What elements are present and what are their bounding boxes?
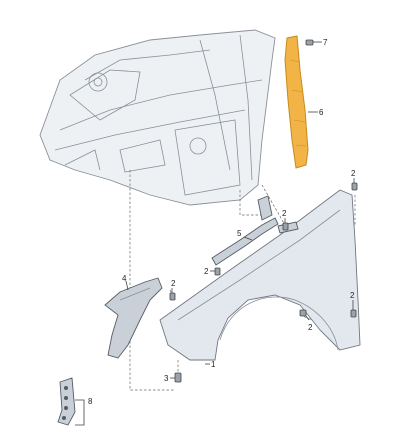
front-body-structure [39, 29, 276, 206]
part-6-seal-strip [284, 35, 309, 169]
part-8-clip-strip [57, 377, 76, 426]
bolts-2 [169, 182, 358, 318]
callout-5: 5 [237, 229, 242, 238]
callout-2-center: 2 [282, 209, 287, 218]
part-4-mounting-bracket [104, 277, 163, 359]
callout-2-top-right: 2 [351, 169, 356, 178]
callout-2-left: 2 [171, 279, 176, 288]
screw-3 [174, 372, 182, 383]
callout-6: 6 [319, 108, 324, 117]
callout-3: 3 [164, 374, 169, 383]
callout-8: 8 [88, 397, 93, 406]
callout-2-bottom: 2 [308, 323, 313, 332]
part-1-front-fender [159, 189, 361, 361]
callout-2-right-mid: 2 [350, 291, 355, 300]
callout-7: 7 [323, 38, 328, 47]
callout-1: 1 [211, 360, 216, 369]
part-5-bracket-strip [211, 195, 299, 266]
callout-2-left-mid: 2 [204, 267, 209, 276]
callout-4: 4 [122, 274, 127, 283]
bolt-7 [305, 39, 322, 46]
leader-lines [75, 111, 355, 426]
